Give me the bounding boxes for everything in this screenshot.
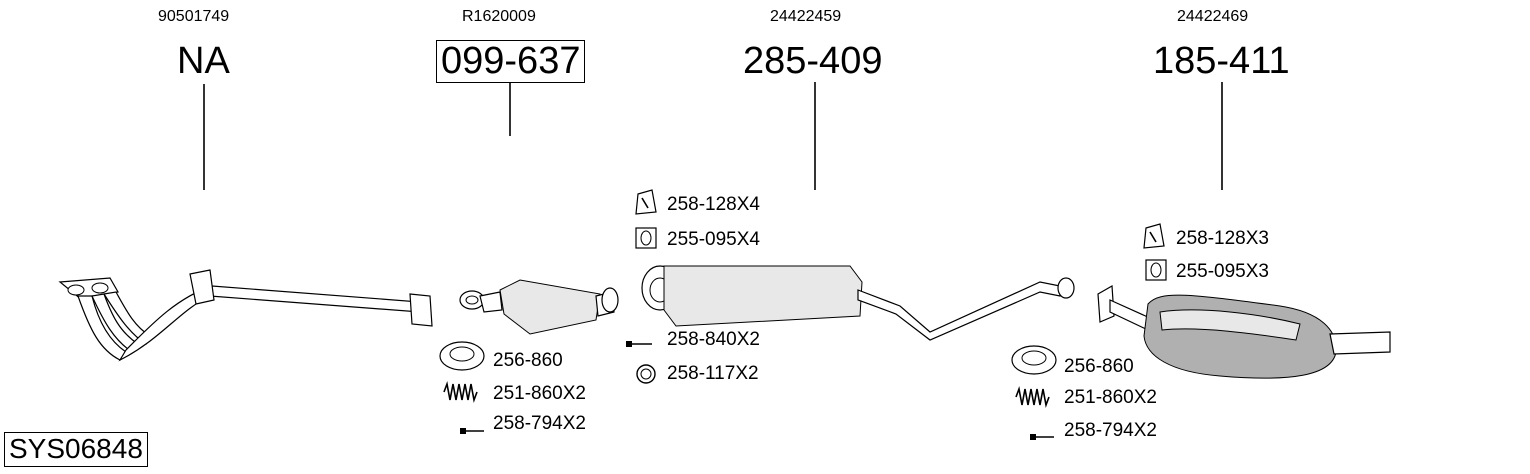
system-code: SYS06848 <box>4 432 148 467</box>
ring-label-mid[interactable]: 258-117X2 <box>667 363 759 384</box>
gasket-label-2[interactable]: 256-860 <box>1064 356 1134 377</box>
bolt-icon-1 <box>460 428 484 434</box>
hanger-icon-mid <box>635 189 657 215</box>
oe-number-catalyst: R1620009 <box>462 8 536 25</box>
bolt-label-mid[interactable]: 258-840X2 <box>667 329 760 350</box>
mount-label-mid[interactable]: 255-095X4 <box>667 229 760 250</box>
hanger-label-mid[interactable]: 258-128X4 <box>667 194 760 215</box>
bolt-icon-2 <box>1030 434 1054 440</box>
part-number-manifold[interactable]: NA <box>177 40 230 82</box>
oe-number-manifold: 90501749 <box>158 8 230 25</box>
spring-icon-1 <box>443 381 478 403</box>
gasket-label-1[interactable]: 256-860 <box>493 350 563 371</box>
bolt-label-1[interactable]: 258-794X2 <box>493 413 586 434</box>
front-pipe-drawing <box>58 269 433 362</box>
mount-label-rear[interactable]: 255-095X3 <box>1176 261 1269 282</box>
oe-number-middle-silencer: 24422459 <box>770 8 842 25</box>
part-number-middle-silencer[interactable]: 285-409 <box>743 40 883 82</box>
part-number-catalyst[interactable]: 099-637 <box>436 40 586 83</box>
spring-label-2[interactable]: 251-860X2 <box>1064 387 1157 408</box>
ring-icon-mid <box>636 364 656 384</box>
gasket-icon-2 <box>1011 345 1057 375</box>
hanger-label-rear[interactable]: 258-128X3 <box>1176 228 1269 249</box>
middle-silencer-drawing <box>641 265 1075 341</box>
bolt-label-2[interactable]: 258-794X2 <box>1064 420 1157 441</box>
rear-silencer-drawing <box>1097 285 1391 379</box>
part-number-rear-silencer[interactable]: 185-411 <box>1153 40 1290 82</box>
oe-number-rear-silencer: 24422469 <box>1177 8 1249 25</box>
catalyst-drawing <box>459 279 619 335</box>
spring-icon-2 <box>1015 386 1050 408</box>
bolt-icon-mid <box>626 341 652 347</box>
hanger-icon-rear <box>1143 223 1165 249</box>
gasket-icon-1 <box>439 341 485 371</box>
mount-icon-rear <box>1145 259 1167 281</box>
spring-label-1[interactable]: 251-860X2 <box>493 383 586 404</box>
mount-icon-mid <box>635 227 657 249</box>
